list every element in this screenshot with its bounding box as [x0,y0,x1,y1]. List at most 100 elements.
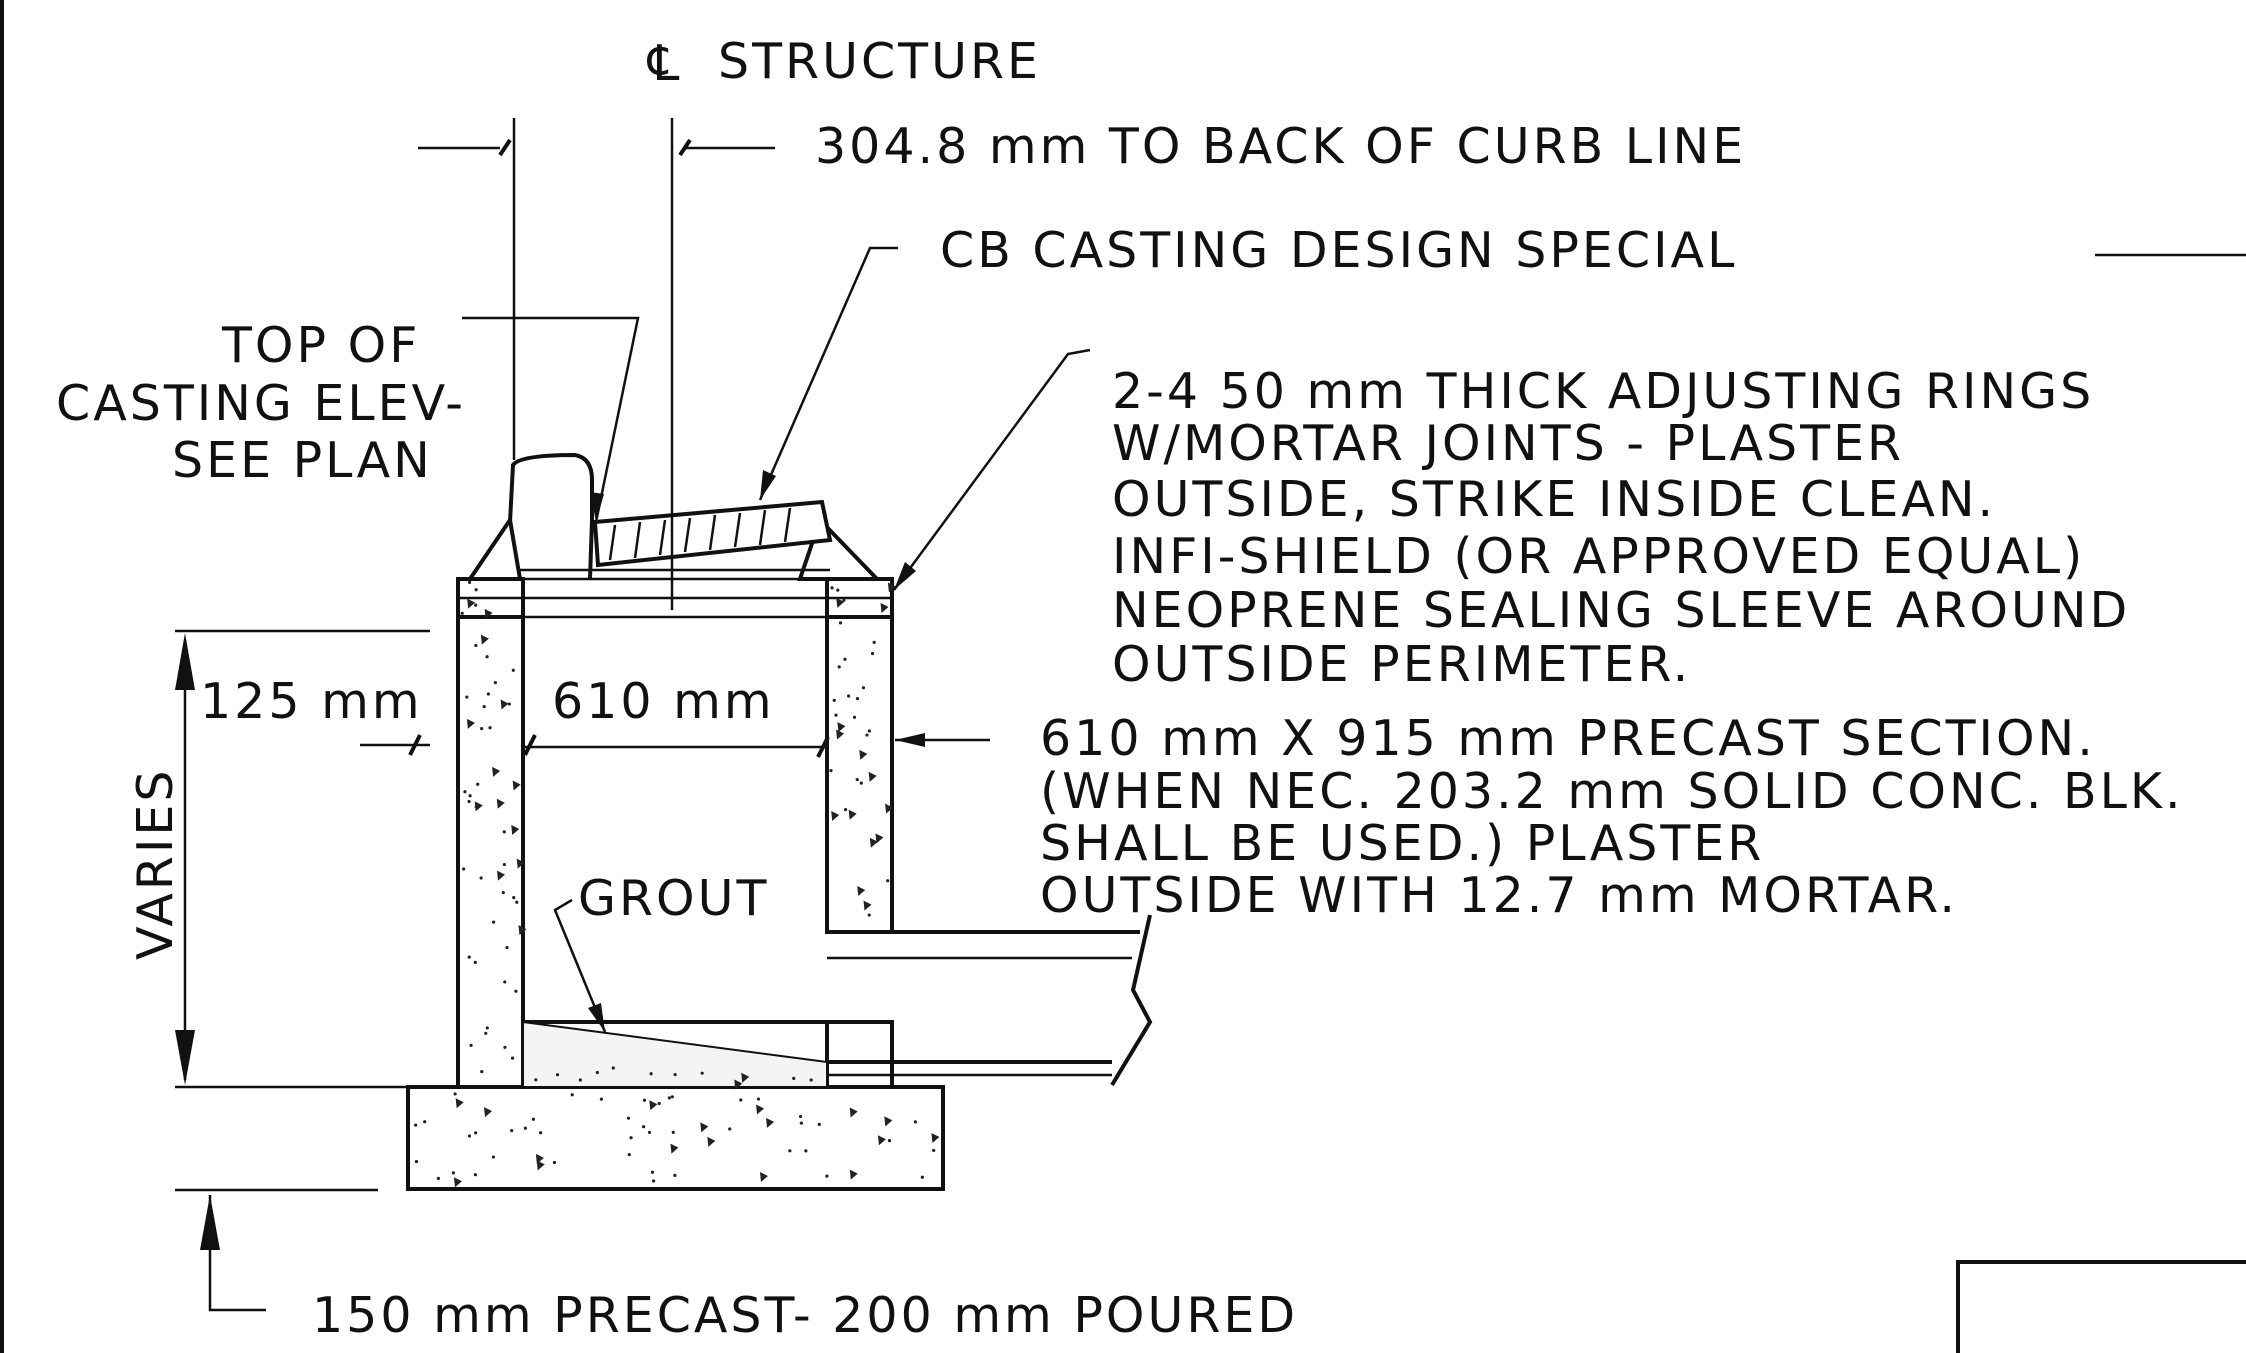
aggregate-mark [503,980,507,984]
aggregate-mark [886,879,890,883]
aggregate-mark [488,726,492,730]
aggregate-mark [913,1120,917,1124]
rings-label-4: INFI-SHIELD (OR APPROVED EQUAL) [1112,528,2085,585]
aggregate-mark [836,597,845,608]
aggregate-mark [555,1073,560,1077]
curb-dim-tick-right [678,138,692,157]
rings-label-1: 2-4 50 mm THICK ADJUSTING RINGS [1112,363,2094,420]
aggregate-mark [453,1092,457,1096]
aggregate-mark [931,1133,940,1144]
aggregate-mark [467,1134,472,1138]
aggregate-mark [436,1176,440,1180]
aggregate-mark [799,1121,803,1125]
grout-slope [522,1020,828,1088]
varies-arrow-bottom [175,1030,195,1085]
aggregate-mark [788,1149,792,1153]
aggregate-mark [884,1116,893,1127]
aggregate-mark [505,945,509,950]
aggregate-mark [852,715,857,719]
aggregate-mark [460,611,464,615]
aggregate-mark [849,1169,858,1180]
concrete-stipple [414,580,940,1188]
aggregate-mark [511,824,520,835]
outlet-pipe-break [1110,914,1153,1087]
left-wall [456,615,525,1089]
precast-label-2: (WHEN NEC. 203.2 mm SOLID CONC. BLK. [1040,763,2184,820]
base-slab [406,1085,945,1191]
aggregate-mark [496,798,505,809]
aggregate-mark [599,1097,604,1101]
aggregate-mark [485,655,489,659]
precast-arrowhead [895,733,925,747]
rings-arrowhead [894,562,916,590]
aggregate-mark [843,657,847,661]
aggregate-mark [451,1171,456,1175]
dim-125-label: 125 mm [200,673,423,730]
top-casting-arrowhead [590,492,604,522]
aggregate-mark [479,876,483,880]
aggregate-mark [932,1148,936,1153]
aggregate-mark [766,1117,775,1128]
curb-dim-tick-left [498,138,512,157]
casting-label: CB CASTING DESIGN SPECIAL [940,222,1737,279]
precast-label-3: SHALL BE USED.) PLASTER [1040,815,1764,872]
aggregate-mark [627,1153,631,1157]
aggregate-mark [830,586,834,590]
aggregate-mark [804,1149,808,1153]
rings-label-5: NEOPRENE SEALING SLEEVE AROUND [1112,582,2130,639]
aggregate-mark [518,925,527,936]
dim-610-tick-right [816,736,830,758]
aggregate-mark [859,781,863,785]
aggregate-mark [473,960,477,964]
aggregate-mark [867,913,871,917]
aggregate-mark [872,640,876,644]
aggregate-mark [476,782,480,786]
aggregate-mark [491,1155,495,1159]
aggregate-mark [552,1160,557,1165]
grout-arrowhead [588,1003,605,1032]
aggregate-mark [474,1131,478,1135]
aggregate-mark [670,1095,674,1099]
aggregate-mark [859,749,868,760]
aggregate-mark [497,870,506,881]
grate-bars [608,507,792,561]
top-casting-label-1: TOP OF [221,317,420,374]
top-casting-label-3: SEE PLAN [172,432,433,489]
aggregate-mark [595,1070,599,1075]
varies-arrow-top [175,633,195,690]
aggregate-mark [510,1128,514,1133]
aggregate-mark [857,886,866,897]
aggregate-mark [493,681,497,685]
aggregate-mark [629,1136,633,1140]
aggregate-mark [657,1101,661,1106]
casting-leader [758,246,898,501]
aggregate-mark [423,1120,427,1124]
aggregate-mark [507,702,511,706]
aggregate-mark [741,1072,750,1083]
aggregate-mark [474,588,478,592]
aggregate-mark [511,668,515,672]
aggregate-mark [843,808,848,812]
precast-label-4: OUTSIDE WITH 12.7 mm MORTAR. [1040,867,1958,924]
casting-frame-left [505,452,594,580]
aggregate-mark [673,1173,677,1177]
aggregate-mark [468,794,472,798]
aggregate-mark [465,695,469,699]
aggregate-mark [462,867,466,871]
title-block-corner [1956,1260,2246,1353]
aggregate-mark [647,1130,652,1135]
aggregate-mark [466,718,475,729]
casting-flange-left [466,514,523,581]
aggregate-mark [834,713,838,717]
aggregate-mark [492,766,501,777]
grout-label: GROUT [578,870,769,927]
aggregate-mark [863,900,872,911]
aggregate-mark [847,694,851,698]
aggregate-mark [848,809,857,820]
aggregate-mark [829,768,833,773]
casting-arrowhead [760,470,776,500]
aggregate-mark [849,1107,858,1118]
aggregate-mark [538,1131,543,1135]
curb-line-label: 304.8 mm TO BACK OF CURB LINE [815,118,1746,175]
